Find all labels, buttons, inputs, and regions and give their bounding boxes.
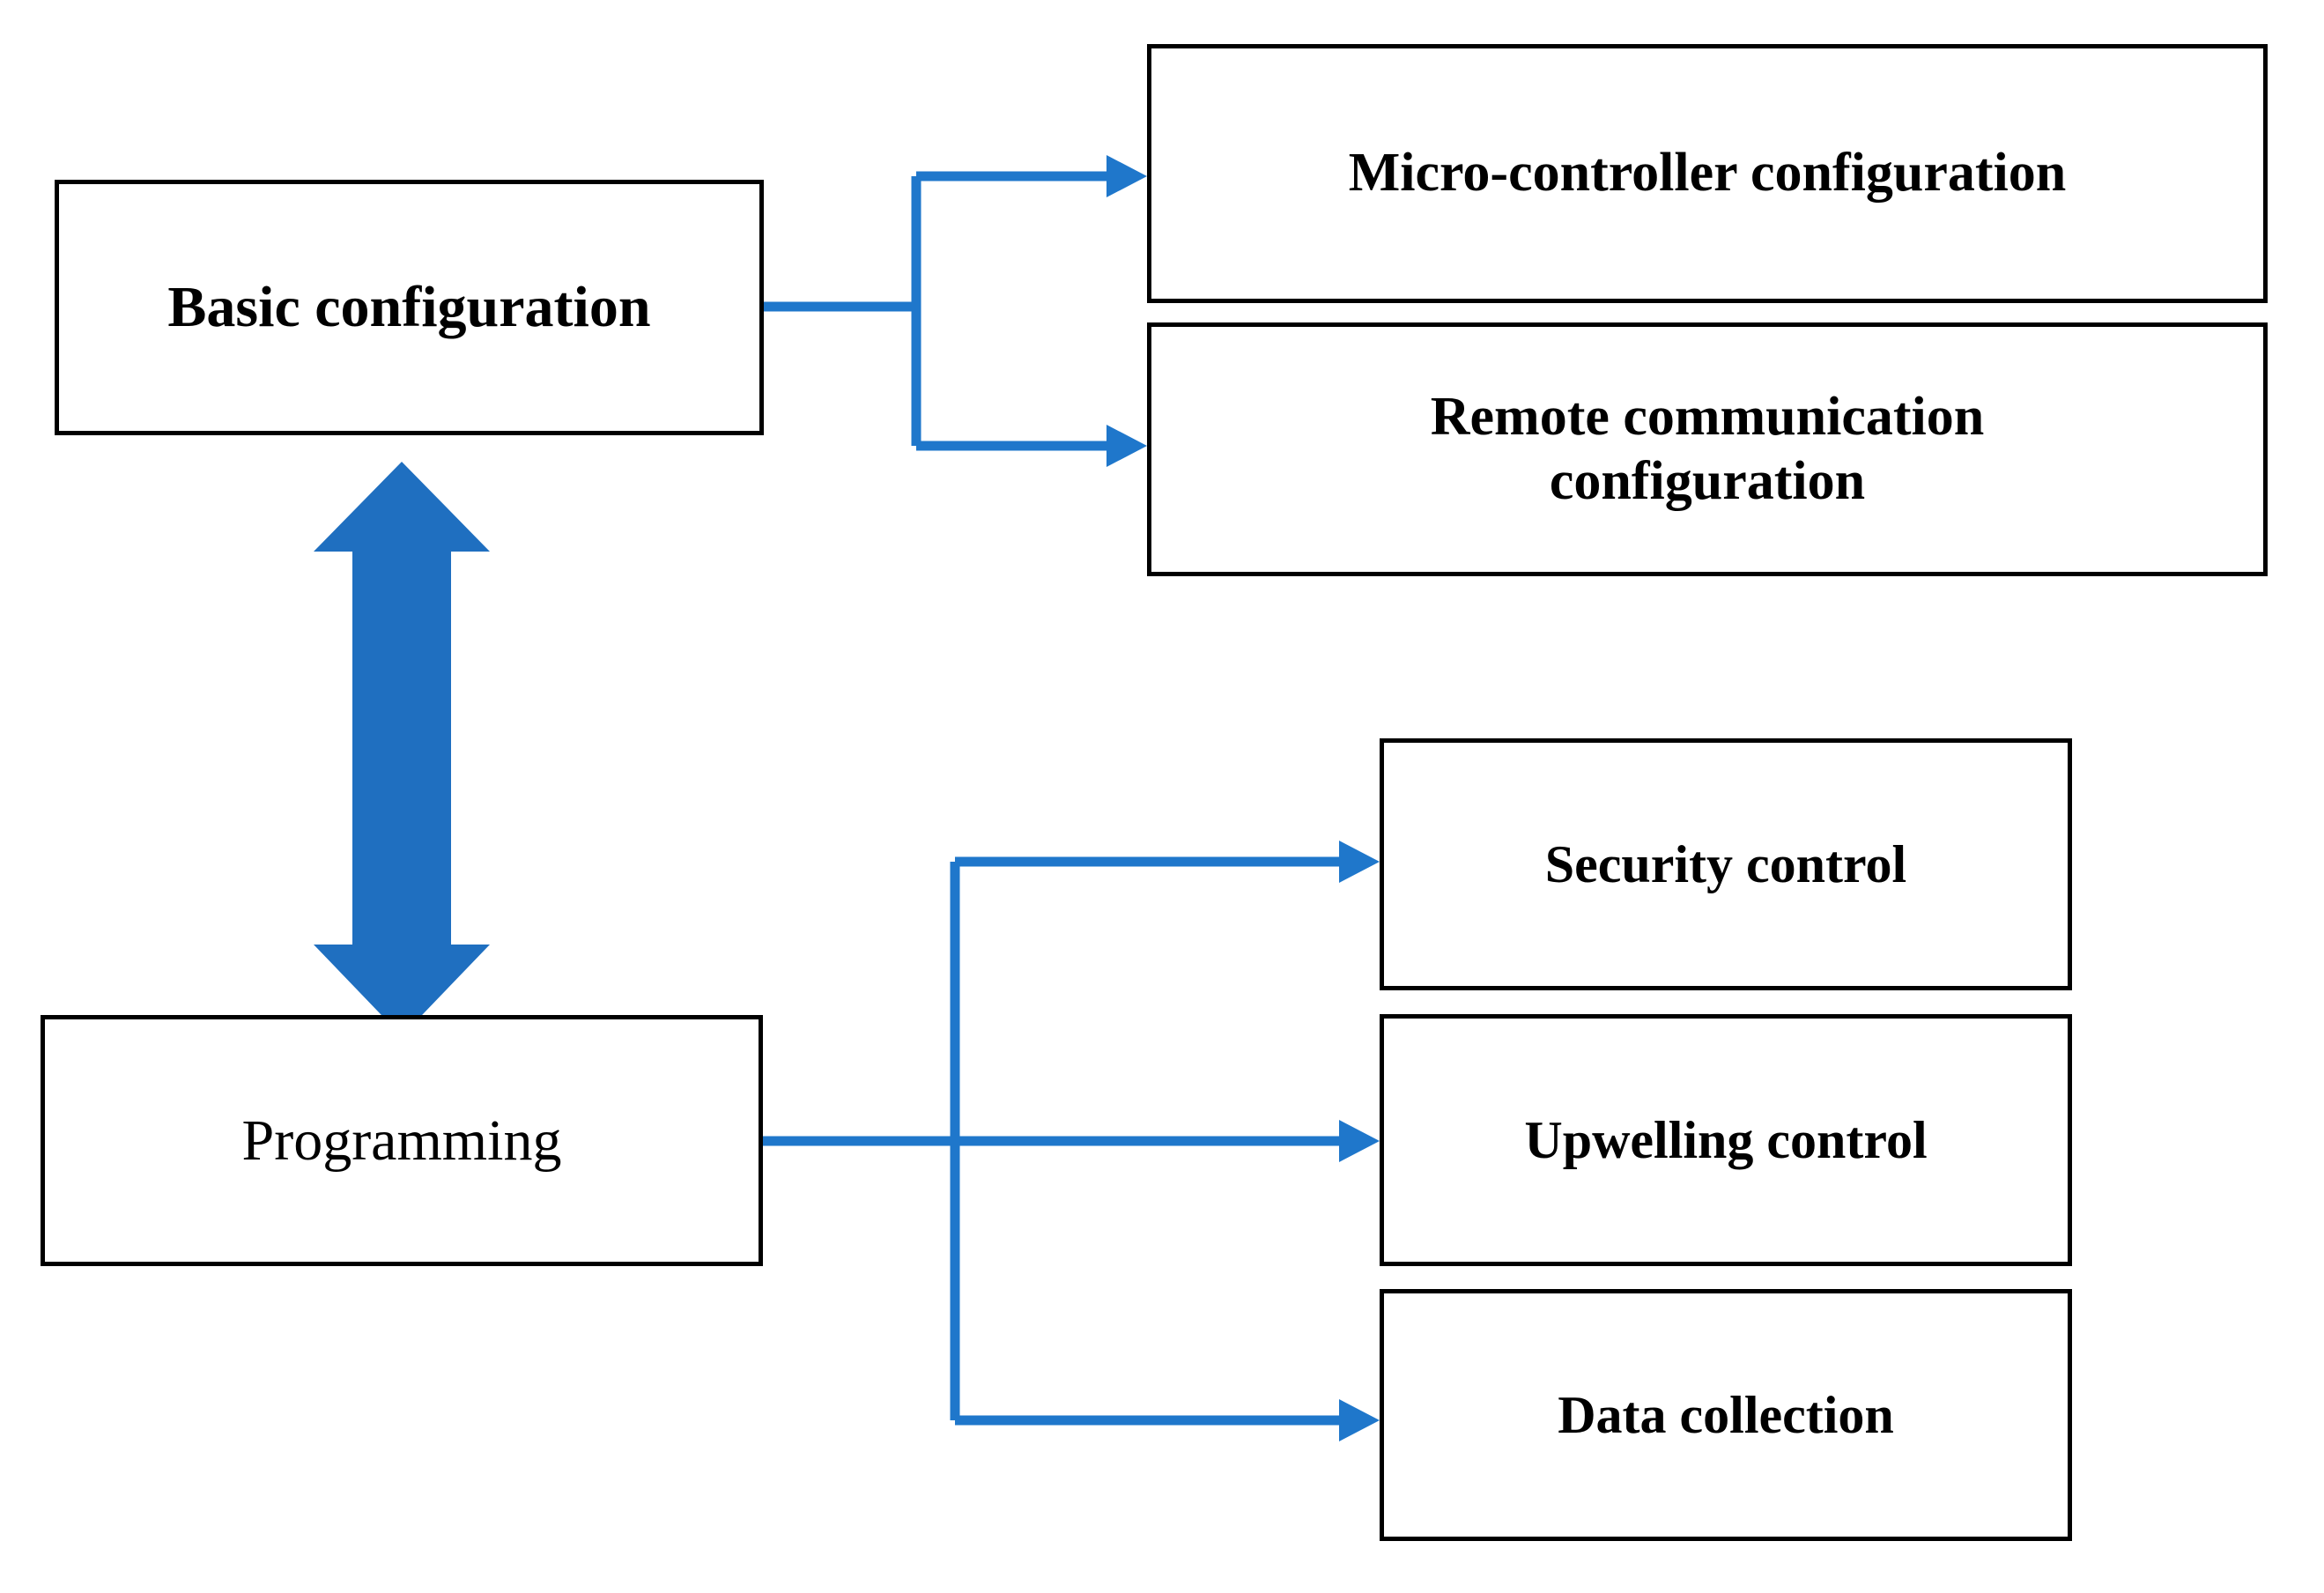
node-upwelling-control-label: Upwelling control — [1524, 1110, 1928, 1169]
node-micro-controller-configuration[interactable]: Micro-controller configuration — [1147, 44, 2268, 303]
node-basic-configuration[interactable]: Basic configuration — [55, 180, 764, 435]
bidirectional-block-arrow — [314, 462, 490, 1036]
edge-basic-to-micro-controller-arrowhead — [1106, 155, 1147, 197]
edge-programming-to-data-collection-arrowhead — [1339, 1399, 1380, 1441]
node-upwelling-control[interactable]: Upwelling control — [1380, 1014, 2072, 1266]
node-security-control[interactable]: Security control — [1380, 738, 2072, 990]
node-remote-communication-configuration-line2: configuration — [1549, 451, 1866, 511]
node-remote-communication-configuration[interactable]: Remote communication configuration — [1147, 322, 2268, 576]
edge-programming-to-upwelling-arrowhead — [1339, 1120, 1380, 1162]
node-remote-communication-configuration-label: Remote communication configuration — [1167, 385, 2247, 514]
node-data-collection-label: Data collection — [1558, 1385, 1894, 1444]
node-programming-label: Programming — [241, 1108, 562, 1173]
edge-programming-to-children — [763, 841, 1380, 1441]
node-data-collection[interactable]: Data collection — [1380, 1289, 2072, 1541]
node-security-control-label: Security control — [1544, 834, 1907, 893]
edge-programming-to-security-arrowhead — [1339, 841, 1380, 883]
node-basic-configuration-label: Basic configuration — [167, 275, 651, 340]
edge-basic-programming-bidirectional — [314, 462, 490, 1036]
edge-basic-to-children — [764, 155, 1147, 467]
node-programming[interactable]: Programming — [41, 1015, 763, 1266]
node-remote-communication-configuration-line1: Remote communication — [1430, 386, 1985, 447]
edge-basic-to-remote-comm-arrowhead — [1106, 425, 1147, 467]
node-micro-controller-configuration-label: Micro-controller configuration — [1348, 143, 2067, 204]
